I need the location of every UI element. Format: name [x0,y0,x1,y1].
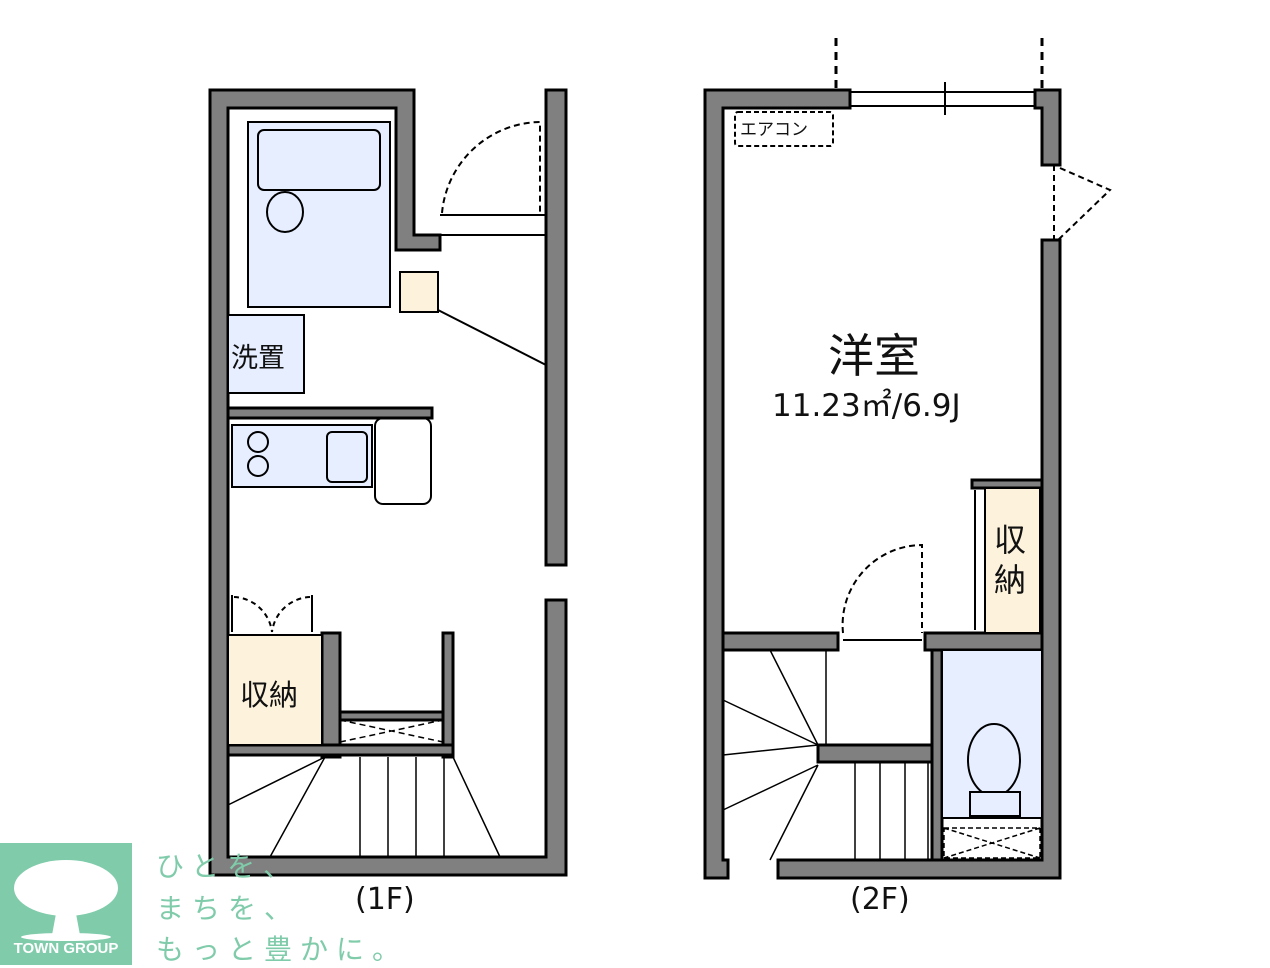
floor2-fixtures [722,38,1112,861]
floor1-fixtures [227,120,547,858]
floor1-walls [208,88,568,877]
washroom-label: 洗置 [231,343,285,374]
brand-name: TOWN GROUP [13,940,119,957]
storage-label-1f: 収納 [240,678,299,712]
floor2-walls [703,88,1062,880]
slogan-line-1: ひとを、 [156,850,300,883]
floor1-label: (1F) [355,882,415,917]
town-group-logo: TOWN GROUP [0,843,132,965]
floor2-label: (2F) [850,882,910,917]
slogan-line-2: まちを、 [156,892,301,925]
tree-icon [14,860,118,941]
room-name: 洋室 [828,329,920,383]
slogan-line-3: もっと豊かに。 [156,933,409,966]
room-size: 11.23㎡/6.9J [772,388,961,424]
storage-label-2f: 収納 [994,521,1027,599]
aircon-label: エアコン [740,120,808,140]
